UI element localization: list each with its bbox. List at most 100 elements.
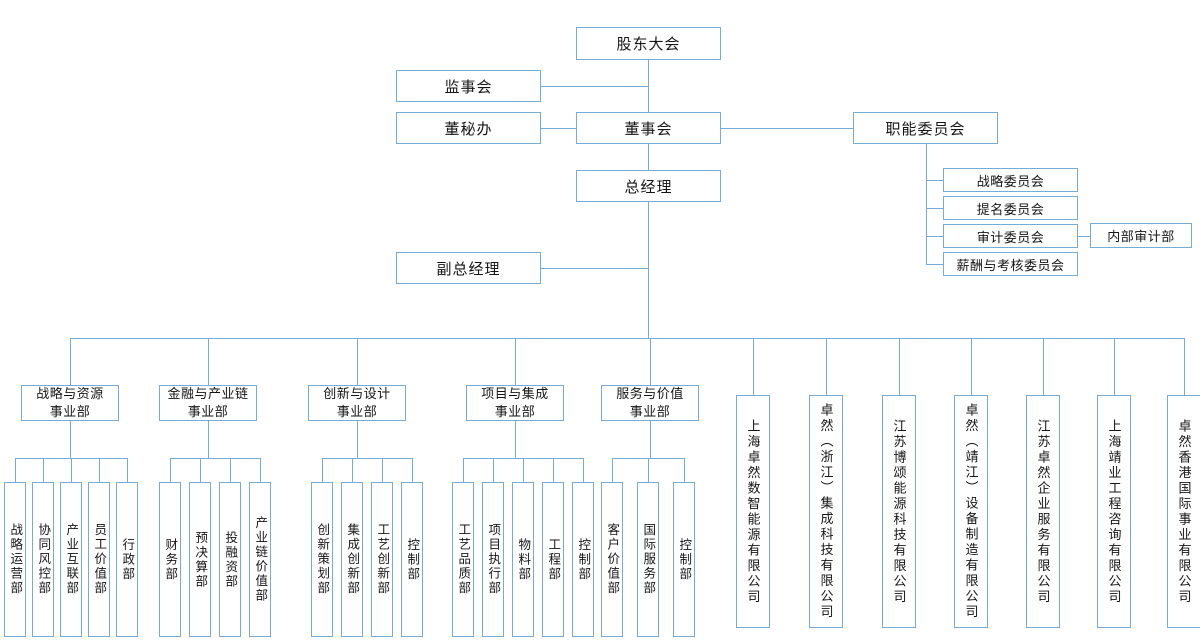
node-shareholders-meeting: 股东大会 — [576, 27, 721, 60]
connector-line — [899, 338, 900, 395]
department-node-1-2: 投融资部 — [219, 482, 241, 637]
connector-line — [352, 458, 353, 482]
department-node-1-2-label: 投融资部 — [223, 530, 238, 589]
subsidiary-node-3-label: 卓然（靖江）设备制造有限公司 — [963, 403, 979, 620]
connector-line — [650, 338, 651, 385]
node-general-manager: 总经理 — [576, 170, 721, 202]
connector-line — [70, 338, 71, 385]
connector-line — [493, 458, 494, 482]
connector-line — [208, 338, 209, 385]
connector-line — [208, 421, 209, 458]
division-node-4: 服务与价值事业部 — [601, 385, 699, 421]
subsidiary-node-1: 卓然（浙江）集成科技有限公司 — [809, 395, 843, 628]
department-node-0-4: 行政部 — [116, 482, 138, 637]
connector-line — [926, 180, 943, 181]
connector-line — [515, 421, 516, 458]
department-node-3-4-label: 控制部 — [576, 537, 591, 582]
connector-line — [648, 144, 649, 170]
department-node-3-3: 工程部 — [542, 482, 564, 637]
connector-line — [541, 86, 648, 87]
department-node-3-0-label: 工艺品质部 — [456, 523, 471, 596]
department-node-2-3: 控制部 — [401, 482, 423, 637]
department-node-0-1: 协同风控部 — [32, 482, 54, 637]
node-board-of-directors: 董事会 — [576, 112, 721, 144]
connector-line — [541, 128, 576, 129]
department-node-2-2-label: 工艺创新部 — [375, 523, 390, 596]
connector-line — [127, 458, 128, 482]
division-node-1: 金融与产业链事业部 — [159, 385, 257, 421]
connector-line — [322, 458, 413, 459]
connector-line — [648, 458, 649, 482]
subsidiary-node-0-label: 上海卓然数智能源有限公司 — [745, 418, 761, 605]
subsidiary-node-4: 江苏卓然企业服务有限公司 — [1026, 395, 1060, 628]
department-node-4-0: 客户价值部 — [601, 482, 623, 637]
department-node-1-3: 产业链价值部 — [249, 482, 271, 637]
connector-line — [412, 458, 413, 482]
connector-line — [648, 202, 649, 338]
connector-line — [170, 458, 261, 459]
connector-line — [926, 264, 943, 265]
division-node-2: 创新与设计事业部 — [308, 385, 406, 421]
connector-line — [553, 458, 554, 482]
subsidiary-node-4-label: 江苏卓然企业服务有限公司 — [1035, 418, 1051, 605]
node-functional-committees: 职能委员会 — [853, 112, 998, 144]
connector-line — [1114, 338, 1115, 395]
department-node-1-0-label: 财务部 — [163, 537, 178, 582]
division-node-3-label: 项目与集成 — [481, 386, 549, 402]
division-node-2-label: 事业部 — [336, 404, 378, 419]
connector-line — [826, 338, 827, 395]
connector-line — [200, 458, 201, 482]
department-node-2-1: 集成创新部 — [341, 482, 363, 637]
connector-line — [170, 458, 171, 482]
department-node-0-3: 员工价值部 — [88, 482, 110, 637]
department-node-3-4: 控制部 — [572, 482, 594, 637]
division-node-1-label: 事业部 — [187, 404, 229, 419]
node-board-secretary-office: 董秘办 — [396, 112, 541, 144]
department-node-1-1: 预决算部 — [189, 482, 211, 637]
connector-line — [357, 338, 358, 385]
department-node-3-3-label: 工程部 — [546, 537, 561, 582]
connector-line — [971, 338, 972, 395]
division-node-2-label: 创新与设计 — [323, 386, 391, 402]
subsidiary-node-2-label: 江苏博颂能源科技有限公司 — [891, 418, 907, 605]
connector-line — [1043, 338, 1044, 395]
department-node-0-4-label: 行政部 — [120, 537, 135, 582]
node-nomination-committee: 提名委员会 — [943, 196, 1078, 220]
connector-line — [612, 458, 613, 482]
connector-line — [583, 458, 584, 482]
node-internal-audit-dept: 内部审计部 — [1090, 223, 1192, 248]
department-node-0-0: 战略运营部 — [4, 482, 26, 637]
subsidiary-node-3: 卓然（靖江）设备制造有限公司 — [954, 395, 988, 628]
connector-line — [721, 128, 853, 129]
subsidiary-node-6-label: 卓然香港国际事业有限公司 — [1176, 418, 1192, 605]
department-node-4-1: 国际服务部 — [637, 482, 659, 637]
division-node-1-label: 金融与产业链 — [167, 386, 249, 402]
connector-line — [99, 458, 100, 482]
node-deputy-general-manager: 副总经理 — [396, 252, 541, 284]
node-strategy-committee: 战略委员会 — [943, 168, 1078, 192]
connector-line — [15, 458, 16, 482]
connector-line — [926, 236, 943, 237]
department-node-3-0: 工艺品质部 — [452, 482, 474, 637]
department-node-0-0-label: 战略运营部 — [8, 523, 23, 596]
subsidiary-node-2: 江苏博颂能源科技有限公司 — [882, 395, 916, 628]
department-node-4-0-label: 客户价值部 — [605, 523, 620, 596]
department-node-0-1-label: 协同风控部 — [36, 523, 51, 596]
connector-line — [357, 421, 358, 458]
department-node-3-1: 项目执行部 — [482, 482, 504, 637]
department-node-1-3-label: 产业链价值部 — [253, 516, 268, 603]
department-node-0-2: 产业互联部 — [60, 482, 82, 637]
connector-line — [70, 421, 71, 458]
department-node-4-2-label: 控制部 — [677, 537, 692, 582]
division-node-0-label: 战略与资源 — [36, 386, 104, 402]
connector-line — [926, 208, 943, 209]
division-node-4-label: 事业部 — [629, 404, 671, 419]
connector-line — [382, 458, 383, 482]
subsidiary-node-0: 上海卓然数智能源有限公司 — [736, 395, 770, 628]
connector-line — [650, 421, 651, 458]
department-node-2-0-label: 创新策划部 — [315, 523, 330, 596]
division-node-3-label: 事业部 — [494, 404, 536, 419]
department-node-2-0: 创新策划部 — [311, 482, 333, 637]
connector-line — [43, 458, 44, 482]
